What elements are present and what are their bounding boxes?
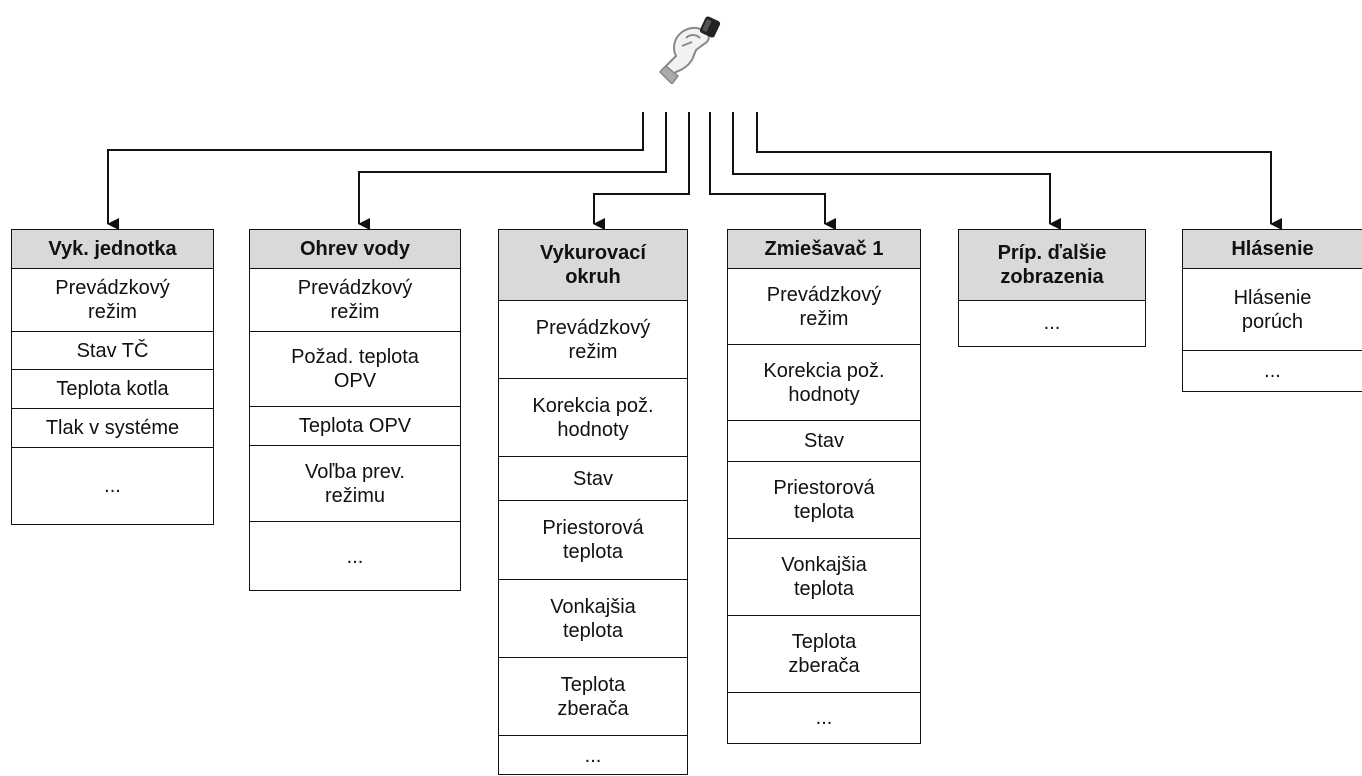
column-vykurovaci-okruh: Vykurovací okruh Prevádzkový režim Korek… (498, 229, 688, 775)
column-title: Vykurovací okruh (499, 230, 687, 300)
list-item: Hlásenie porúch (1183, 268, 1362, 350)
hand-turning-knob-icon (658, 16, 721, 84)
connector-vyk-jednotka (107, 112, 644, 230)
list-item: Vonkajšia teplota (499, 579, 687, 657)
list-item: Teplota OPV (250, 406, 460, 445)
connector-prip-dalsie (732, 112, 1061, 230)
list-item: Stav (728, 420, 920, 461)
column-prip-dalsie: Príp. ďalšie zobrazenia ... (958, 229, 1146, 347)
column-title: Zmiešavač 1 (728, 230, 920, 268)
list-item: ... (959, 300, 1145, 345)
column-title: Hlásenie (1183, 230, 1362, 268)
list-item: Stav (499, 456, 687, 500)
column-vyk-jednotka: Vyk. jednotka Prevádzkový režim Stav TČ … (11, 229, 214, 525)
list-item: ... (250, 521, 460, 592)
list-item: Priestorová teplota (728, 461, 920, 538)
column-ohrev-vody: Ohrev vody Prevádzkový režim Požad. tepl… (249, 229, 461, 591)
list-item: Teplota zberača (728, 615, 920, 692)
list-item: Korekcia pož. hodnoty (499, 378, 687, 456)
connector-vykurovaci-okruh (593, 112, 690, 230)
list-item: Teplota kotla (12, 369, 213, 408)
connector-zmiesavac (709, 112, 836, 230)
column-title: Ohrev vody (250, 230, 460, 268)
list-item: ... (728, 692, 920, 742)
list-item: Stav TČ (12, 331, 213, 369)
list-item: Prevádzkový režim (250, 268, 460, 331)
list-item: Prevádzkový režim (499, 300, 687, 378)
list-item: Prevádzkový režim (728, 268, 920, 344)
column-zmiesavac: Zmiešavač 1 Prevádzkový režim Korekcia p… (727, 229, 921, 744)
list-item: Voľba prev. režimu (250, 445, 460, 521)
column-title: Príp. ďalšie zobrazenia (959, 230, 1145, 300)
list-item: Korekcia pož. hodnoty (728, 344, 920, 420)
connector-hlasenie (756, 112, 1282, 230)
list-item: ... (1183, 350, 1362, 390)
list-item: Priestorová teplota (499, 500, 687, 579)
column-hlasenie: Hlásenie Hlásenie porúch ... (1182, 229, 1362, 392)
column-title: Vyk. jednotka (12, 230, 213, 268)
list-item: Tlak v systéme (12, 408, 213, 447)
list-item: Teplota zberača (499, 657, 687, 735)
list-item: Vonkajšia teplota (728, 538, 920, 615)
list-item: ... (499, 735, 687, 776)
list-item: Prevádzkový režim (12, 268, 213, 331)
list-item: Požad. teplota OPV (250, 331, 460, 406)
list-item: ... (12, 447, 213, 523)
connector-ohrev-vody (358, 112, 667, 230)
